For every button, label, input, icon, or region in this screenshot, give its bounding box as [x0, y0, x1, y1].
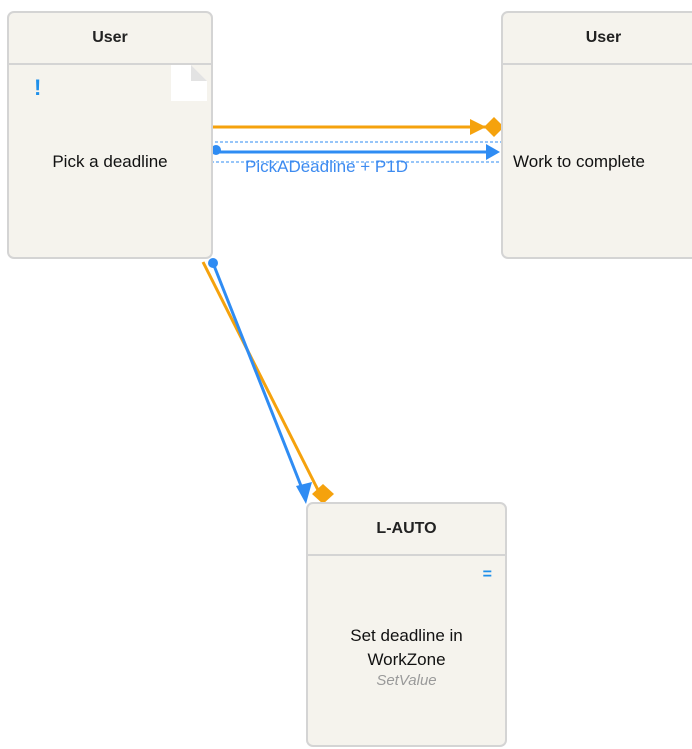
orange-diamond-icon	[484, 117, 504, 137]
orange-arrowhead-icon	[470, 119, 486, 135]
node-title: Set deadline in WorkZone	[350, 626, 463, 669]
exclamation-icon: !	[34, 75, 42, 100]
node-pick-deadline[interactable]: User ! Pick a deadline	[7, 11, 213, 259]
node-title: Pick a deadline	[52, 152, 168, 171]
edge-label[interactable]: PickADeadline + P1D	[245, 157, 409, 176]
orange-edge-node1-node3[interactable]	[201, 261, 322, 495]
blue-edge-lower-start-dot	[208, 258, 218, 268]
node-work-to-complete[interactable]: User Work to complete	[501, 11, 692, 259]
blue-edge-start-dot	[211, 145, 221, 155]
node-title: Work to complete	[513, 152, 645, 171]
node-role: User	[9, 13, 211, 65]
blue-arrowhead-icon	[486, 144, 500, 160]
node-set-deadline[interactable]: L-AUTO = Set deadline in WorkZone SetVal…	[306, 502, 507, 747]
node-title-block: Set deadline in WorkZone SetValue	[330, 624, 483, 690]
orange-diamond-lower-icon	[312, 484, 334, 504]
blue-edge-node1-node3[interactable]	[211, 262, 307, 497]
document-fold-icon	[171, 65, 207, 101]
blue-arrowhead-lower-icon	[296, 482, 312, 504]
equals-icon: =	[482, 566, 492, 583]
node-role: L-AUTO	[308, 504, 505, 556]
node-subtitle: SetValue	[376, 672, 437, 689]
node-role: User	[503, 13, 692, 65]
